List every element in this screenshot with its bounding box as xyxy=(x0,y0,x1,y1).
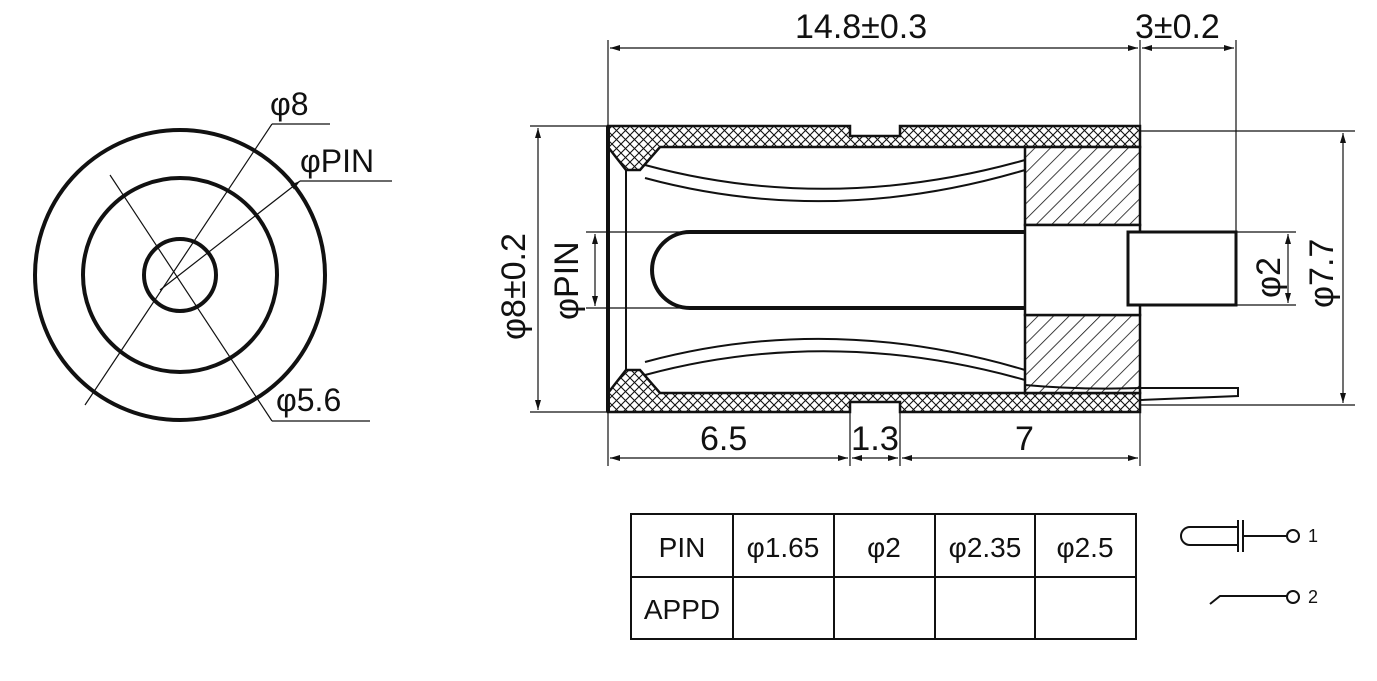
label-terminal: φ2 xyxy=(1250,257,1288,298)
bottom-wall xyxy=(606,368,1142,414)
middle-circle xyxy=(81,176,279,374)
table-cell-1: φ1.65 xyxy=(747,532,820,563)
label-gap-segment: 1.3 xyxy=(851,420,899,458)
label-pin-diameter: φPIN xyxy=(548,241,586,320)
spring-top xyxy=(644,159,1026,190)
leader-phipin xyxy=(159,180,301,291)
terminal-1-circle xyxy=(1286,529,1300,543)
table-cell-2: φ2 xyxy=(867,532,901,563)
terminal-2-circle xyxy=(1286,590,1300,604)
pin-symbol xyxy=(1180,526,1238,546)
bottom-lead xyxy=(1024,384,1239,401)
terminal-2-label: 2 xyxy=(1308,587,1318,607)
label-pin-protrusion: 3±0.2 xyxy=(1135,8,1220,46)
table-header-pin: PIN xyxy=(659,532,706,563)
table-cell-3: φ2.35 xyxy=(949,532,1022,563)
rear-block-center xyxy=(1023,223,1142,317)
spring-bottom xyxy=(644,350,1026,381)
leader-phi56 xyxy=(109,174,273,422)
front-view: φ8 φPIN φ5.6 xyxy=(33,86,392,422)
table-header-appd: APPD xyxy=(644,594,720,625)
label-front-segment: 6.5 xyxy=(700,420,747,458)
label-body-diameter: φ8±0.2 xyxy=(495,233,533,340)
rear-terminal xyxy=(1126,230,1238,307)
side-view: 14.8±0.3 3±0.2 φ8±0.2 φPIN φ2 φ7.7 6.5 1… xyxy=(495,8,1355,466)
rear-block-top xyxy=(1023,145,1142,227)
center-pin xyxy=(650,230,1025,310)
label-overall-length: 14.8±0.3 xyxy=(795,8,927,46)
pin-circle xyxy=(142,237,218,313)
spring-bottom-2 xyxy=(644,337,1026,371)
top-wall xyxy=(606,124,1142,172)
schematic-symbol: 1 2 xyxy=(1180,520,1318,607)
pin-table: PIN APPD φ1.65 φ2 φ2.35 φ2.5 xyxy=(630,513,1137,640)
terminal-1-label: 1 xyxy=(1308,526,1318,546)
label-phi56: φ5.6 xyxy=(276,382,341,418)
rear-block-bottom xyxy=(1023,313,1142,395)
label-phipin-front: φPIN xyxy=(300,143,374,179)
leader-phi8 xyxy=(84,123,273,406)
label-rear-segment: 7 xyxy=(1015,420,1034,458)
outer-circle xyxy=(33,128,327,422)
label-phi8: φ8 xyxy=(270,86,309,122)
label-rear-diameter: φ7.7 xyxy=(1303,239,1341,308)
switch-symbol xyxy=(1209,595,1287,605)
table-cell-4: φ2.5 xyxy=(1056,532,1113,563)
spring-top-2 xyxy=(644,169,1026,203)
